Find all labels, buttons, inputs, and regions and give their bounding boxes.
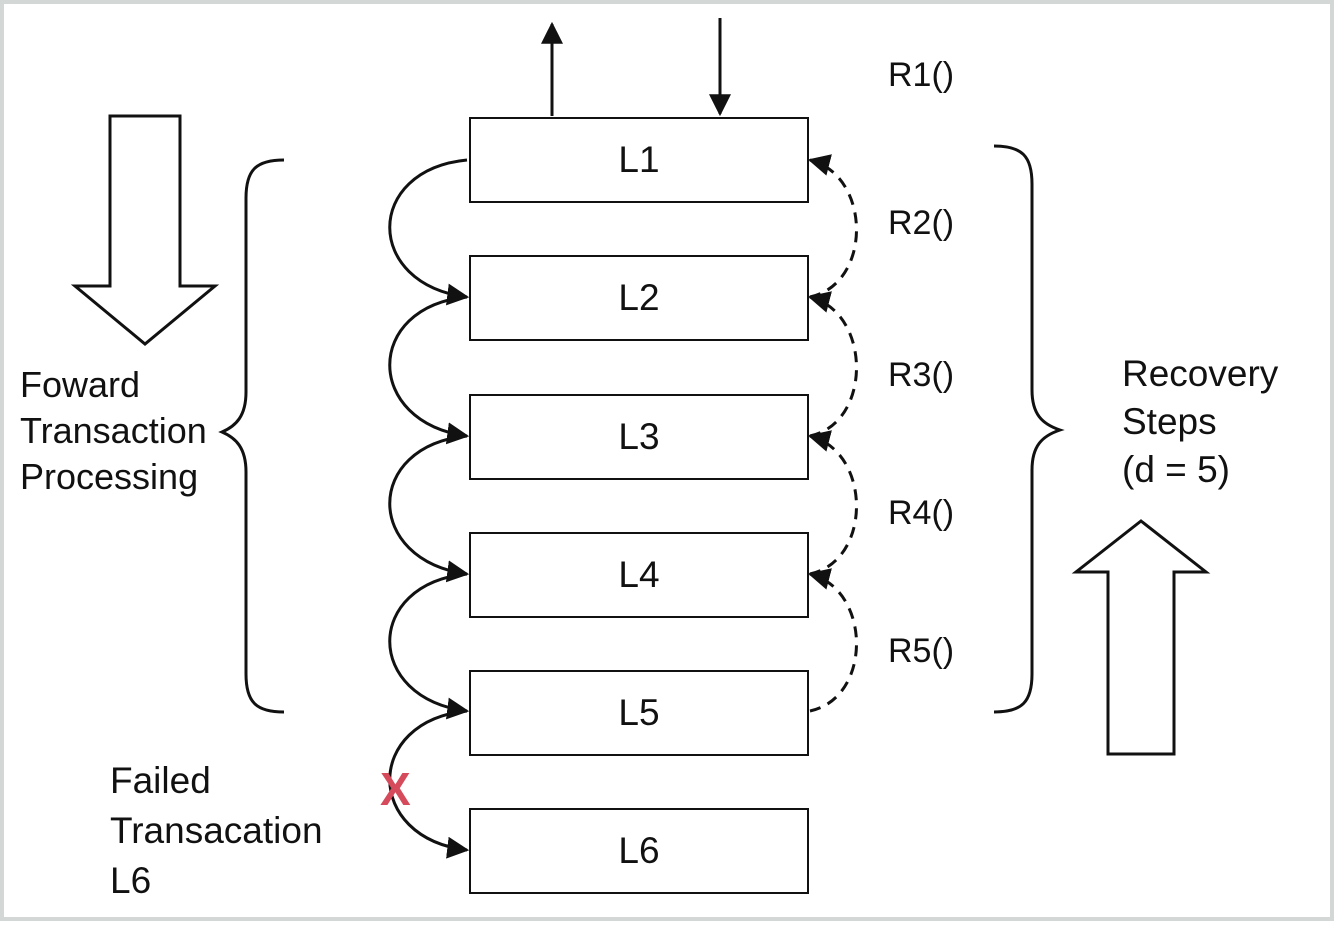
layer-box-l1: L1 — [469, 117, 809, 203]
failed-label-line: Transacation — [110, 810, 323, 851]
forward-direction-arrow — [70, 114, 220, 346]
layer-box-l4: L4 — [469, 532, 809, 618]
layer-label: L3 — [618, 416, 660, 457]
recovery-call-label: R1() — [888, 56, 955, 94]
recovery-arrow-l2-l1 — [807, 154, 858, 299]
failed-transaction-label: Failed Transacation L6 — [110, 756, 323, 906]
forward-brace — [218, 158, 285, 714]
layer-label: L2 — [618, 277, 660, 318]
recovery-call-label: R5() — [888, 632, 955, 670]
recovery-call-label: R4() — [888, 494, 955, 532]
forward-processing-label: Foward Transaction Processing — [20, 362, 207, 500]
recovery-label-line: (d = 5) — [1122, 449, 1230, 490]
forward-arrow-l1-l2 — [388, 158, 470, 306]
connector-layer — [70, 18, 1211, 859]
failed-label-line: Failed — [110, 760, 211, 801]
failure-x-mark: X — [380, 763, 411, 815]
layer-box-l3: L3 — [469, 394, 809, 480]
recovery-call-label: R2() — [888, 204, 955, 242]
layer-box-l2: L2 — [469, 255, 809, 341]
forward-label-line: Processing — [20, 456, 199, 497]
recovery-call-label: R3() — [888, 356, 955, 394]
layer-box-l6: L6 — [469, 808, 809, 894]
recovery-arrow-l5-l4 — [807, 568, 858, 713]
layer-label: L1 — [618, 139, 660, 180]
forward-arrow-l5-l6-failed — [388, 709, 470, 859]
recovery-direction-arrow — [1071, 519, 1211, 756]
forward-label-line: Transaction — [20, 410, 207, 451]
recovery-brace — [993, 144, 1065, 714]
recovery-label-line: Steps — [1122, 401, 1217, 442]
forward-arrow-l3-l4 — [388, 434, 470, 583]
forward-arrow-l4-l5 — [388, 572, 470, 720]
layer-box-l5: L5 — [469, 670, 809, 756]
recovery-label-line: Recovery — [1122, 353, 1279, 394]
layer-label: L4 — [618, 554, 660, 595]
recovery-arrow-l4-l3 — [807, 430, 858, 576]
layer-label: L6 — [618, 830, 660, 871]
recovery-arrow-l3-l2 — [807, 291, 858, 438]
recovery-steps-label: Recovery Steps (d = 5) — [1122, 350, 1278, 494]
forward-label-line: Foward — [20, 364, 141, 405]
forward-arrow-l2-l3 — [388, 295, 470, 445]
failed-label-line: L6 — [110, 860, 152, 901]
layer-label: L5 — [618, 692, 660, 733]
